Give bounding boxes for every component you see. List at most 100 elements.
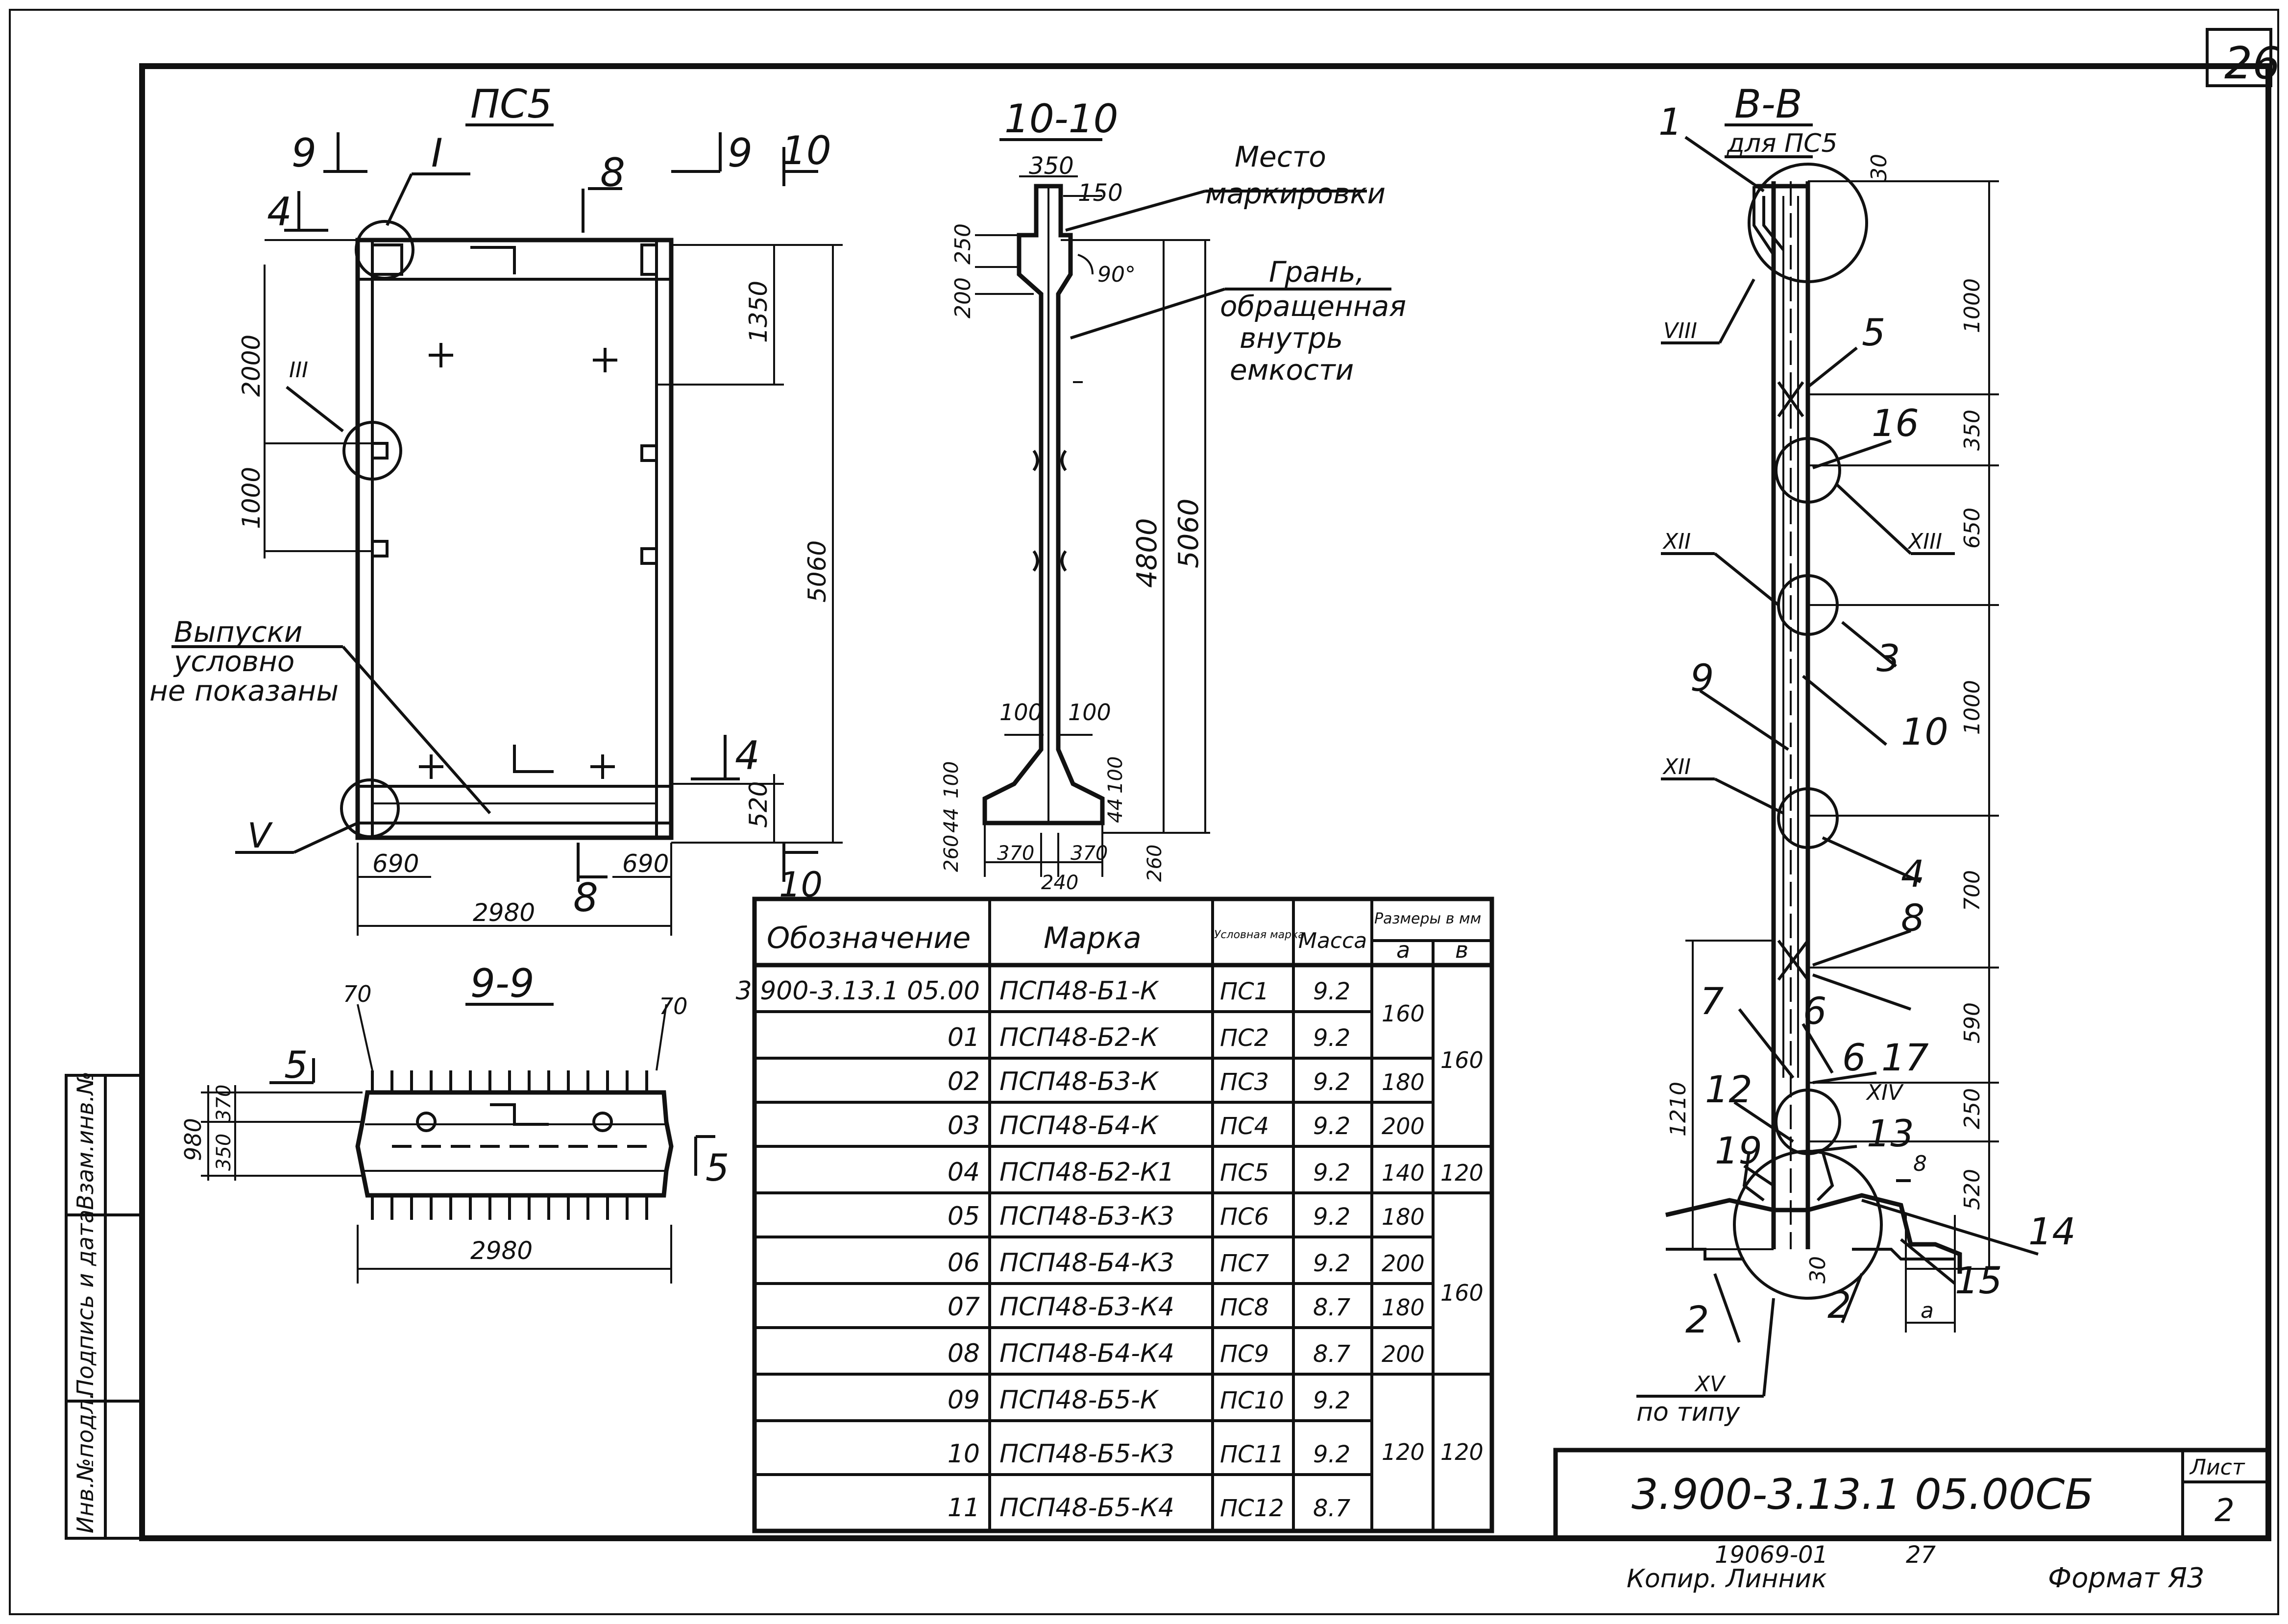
sbb-dimension: 1000 [1960,680,1985,735]
s99-dim-2980: 2980 [470,1236,533,1265]
sbb-dimension: a [1921,1298,1934,1323]
table-header-designation: Обозначение [767,921,971,955]
table-cell-size-b: 120 [1440,1439,1484,1465]
table-cell-mass: 9.2 [1313,1024,1350,1052]
format-label: Формат Я3 [2048,1562,2205,1594]
s1010-dim-5060: 5060 [1173,498,1205,568]
table-cell-designation: 03 [948,1111,980,1140]
s1010-dim-200: 200 [950,277,975,318]
drawing-frame [9,9,2279,1615]
table-cell-mass: 8.7 [1313,1340,1351,1368]
table-cell-mark: ПСП48-Б3-К [999,1067,1159,1096]
sbb-position-label: 3 [1876,636,1900,680]
table-cell-designation: 05 [948,1202,980,1231]
sbb-position-label: 1 [1658,100,1682,144]
sbb-position-label: 19 [1715,1129,1762,1172]
table-cell-designation: 09 [948,1385,980,1415]
table-cell-cond: ПС8 [1220,1294,1269,1321]
table-header-b: в [1455,937,1468,963]
s1010-dim-370a: 370 [997,842,1034,865]
s1010-face-line2: обращенная [1220,290,1406,323]
sbb-position-label: 2 [1827,1283,1851,1327]
table-cell-designation: 02 [948,1067,980,1096]
sbb-dimension: 8 [1913,1151,1927,1176]
left-stamp-strip: Инв.№подл. Подпись и дата Взам.инв.№ [65,1071,144,1540]
table-cell-mark: ПСП48-Б5-К3 [999,1439,1174,1469]
s1010-dim-150: 150 [1078,179,1123,207]
table-cell-size-a: 200 [1382,1341,1425,1367]
table-cell-mark: ПСП48-Б5-К [999,1385,1159,1415]
s1010-dim-370b: 370 [1071,842,1108,865]
s1010-title: 10-10 [1004,96,1118,142]
s1010-dim-100c: 100 [940,761,963,799]
sbb-dimension: 350 [1960,410,1985,451]
ps5-dim-690a: 690 [372,849,419,878]
sbb-dimension: 700 [1960,870,1985,911]
s99-dim-980: 980 [180,1118,206,1161]
s1010-dim-100a: 100 [999,699,1043,726]
sbb-dimension: 30 [1805,1256,1830,1284]
table-cell-mass: 9.2 [1313,1159,1350,1187]
ps5-title: ПС5 [470,81,552,127]
table-cell-size-a: 200 [1382,1250,1425,1277]
table-cell-mass: 9.2 [1313,1441,1350,1468]
table-cell-size-b: 160 [1440,1047,1484,1073]
copied-by: Копир. Линник [1627,1564,1827,1594]
sbb-position-label: 10 [1901,710,1948,753]
sbb-dimension: 1000 [1960,278,1985,333]
table-cell-designation: 07 [948,1292,980,1322]
s1010-dim-260a: 260 [940,835,963,872]
table-cell-size-a: 180 [1382,1294,1425,1321]
s1010-dim-44b: 44 [1104,798,1127,823]
sbb-position-label: 9 [1690,656,1714,700]
table-cell-mass: 9.2 [1313,1113,1350,1140]
sbb-node-label: XII [1662,754,1691,779]
table-cell-designation: 08 [948,1339,980,1368]
table-cell-mark: ПСП48-Б4-К [999,1111,1159,1140]
section-9-9: 9-9 [180,961,729,1284]
table-cell-mark: ПСП48-Б2-К [999,1023,1159,1052]
table-cell-mass: 9.2 [1313,1387,1350,1414]
table-cell-designation: 04 [948,1158,980,1187]
sbb-position-label: 6 [1842,1036,1866,1079]
table-cell-mass: 9.2 [1313,978,1350,1005]
stamp-cell-3: Взам.инв.№ [72,1071,98,1210]
ps5-node-I: I [431,130,443,176]
sbb-dimension: 250 [1960,1088,1985,1129]
table-header-sizes: Размеры в мм [1374,910,1481,927]
sbb-position-label: 2 [1685,1298,1709,1341]
sbb-position-label: 15 [1955,1259,2002,1302]
ps5-cut-10a: 10 [781,128,831,173]
title-block: 3.900-3.13.1 05.00СБ Лист 2 19069-01 27 … [1553,1448,2271,1594]
s1010-mark-line1: Место [1235,140,1326,173]
table-cell-cond: ПС3 [1220,1068,1269,1096]
sbb-node-label: XIII [1907,529,1942,554]
s1010-dim-250: 250 [950,223,975,265]
table-header-cond-mark: Условная марка [1214,929,1305,941]
sbb-position-label: 14 [2028,1210,2076,1253]
s1010-dim-44a: 44 [940,808,963,833]
sbb-typ-note: по типу [1636,1398,1740,1427]
view-ps5: ПС5 [149,81,843,936]
sbb-dimension: 30 [1867,154,1892,181]
table-header-mark: Марка [1044,921,1142,955]
table-header-a: а [1396,937,1410,963]
sbb-dimension: 1210 [1666,1082,1691,1137]
table-header-mass: Масса [1298,928,1367,953]
sbb-position-label: 6 [1803,989,1826,1033]
sbb-base-outline [1665,1193,1962,1274]
sbb-position-label: 13 [1867,1112,1914,1155]
table-cell-mark: ПСП48-Б5-К4 [999,1493,1174,1523]
table-cell-size-a: 120 [1382,1439,1425,1465]
sbb-position-label: 16 [1872,401,1919,445]
copy-sheet: 27 [1906,1541,1936,1569]
s1010-angle: 90° [1097,262,1136,287]
table-cell-cond: ПС5 [1220,1159,1269,1187]
sbb-node-label: VIII [1663,318,1697,343]
table-cell-size-a: 140 [1382,1160,1425,1186]
ps5-panel-outline [355,238,674,840]
sbb-node-label: XII [1662,529,1691,554]
